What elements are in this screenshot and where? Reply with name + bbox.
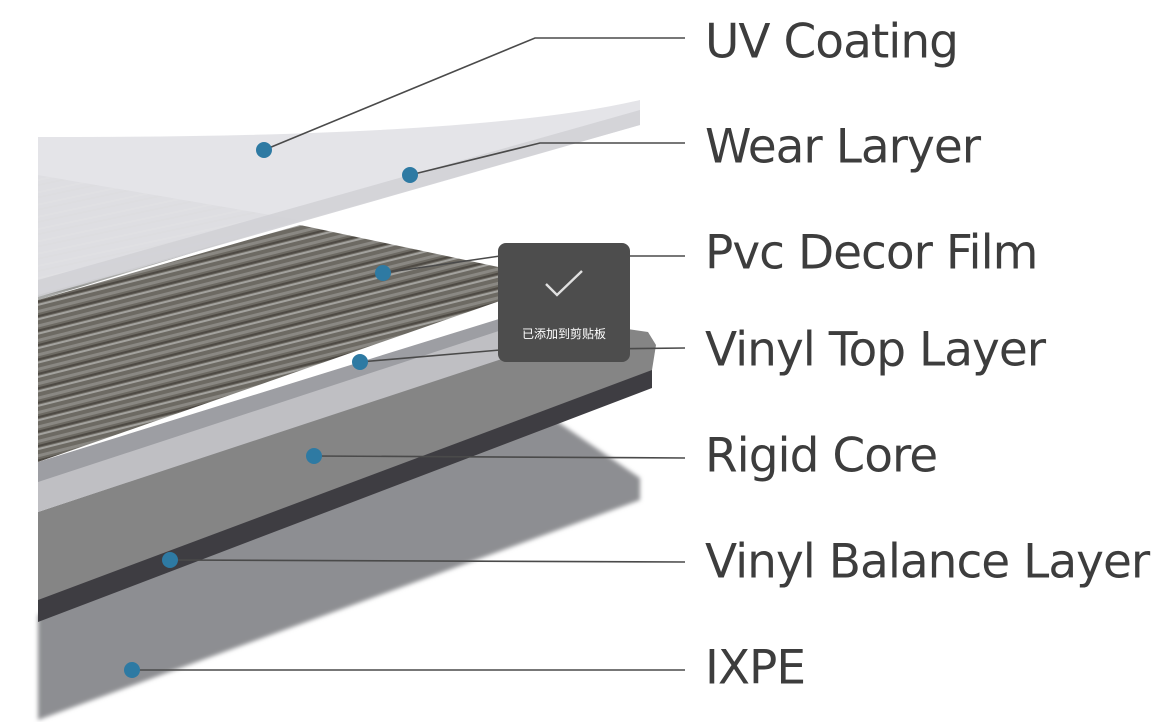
ixpe-layer [38, 420, 640, 720]
marker-ixpe [124, 662, 140, 678]
label-ixpe: IXPE [705, 640, 806, 696]
pvc-decor-film-layer [38, 225, 560, 462]
label-wear-layer: Wear Laryer [705, 119, 981, 175]
label-pvc-decor-film: Pvc Decor Film [705, 225, 1038, 281]
toast-message: 已添加到剪贴板 [521, 327, 606, 341]
vinyl-top-layer [38, 300, 620, 512]
marker-pvc [375, 265, 391, 281]
marker-balance [162, 552, 178, 568]
label-vinyl-balance-layer: Vinyl Balance Layer [705, 534, 1150, 590]
rigid-core-layer [38, 325, 656, 600]
label-vinyl-top-layer: Vinyl Top Layer [705, 322, 1046, 378]
label-rigid-core: Rigid Core [705, 428, 938, 484]
marker-rigid [306, 448, 322, 464]
leader-line-balance [169, 559, 686, 563]
checkmark-icon [545, 270, 583, 297]
marker-vinyl-top [352, 354, 368, 370]
label-uv-coating: UV Coating [705, 14, 959, 70]
vinyl-balance-layer [38, 368, 652, 622]
leader-line-wear [409, 142, 685, 176]
leader-line-uv [263, 37, 685, 151]
clipboard-toast: 已添加到剪贴板 [498, 243, 630, 362]
marker-wear [402, 167, 418, 183]
leader-line-rigid [313, 455, 686, 459]
marker-uv [256, 142, 272, 158]
